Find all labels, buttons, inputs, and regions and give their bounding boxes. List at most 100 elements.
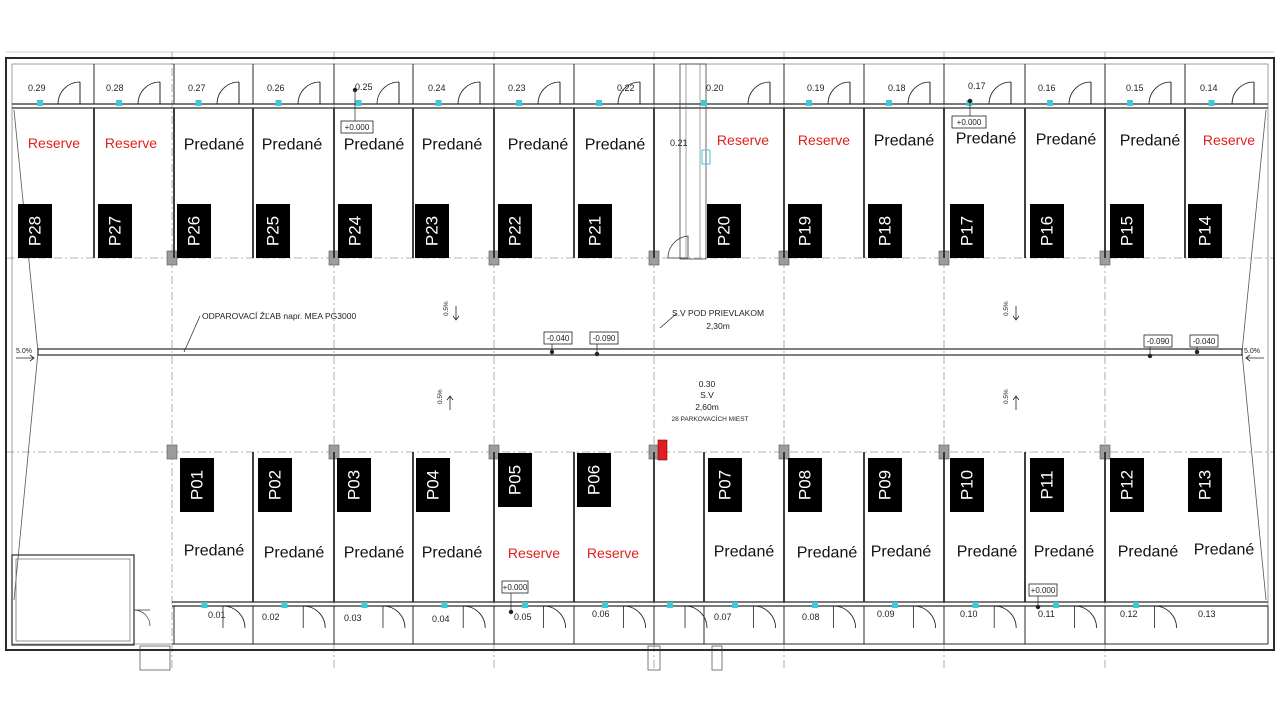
- slope-label: 0.5%: [437, 389, 444, 404]
- storage-cell-label: 0.15: [1126, 83, 1144, 93]
- storage-cell-label: 0.26: [267, 83, 285, 93]
- door-swing: [913, 605, 936, 629]
- spot-id: P21: [586, 216, 605, 246]
- spot-id: P06: [585, 465, 604, 495]
- spot-id: P16: [1038, 216, 1057, 246]
- door-swing: [833, 605, 856, 629]
- spot-id: P15: [1118, 216, 1137, 246]
- vent-marker: [281, 602, 288, 608]
- parking-spot-p18: P18 Predané: [863, 108, 935, 258]
- spot-tag: [578, 204, 612, 258]
- spot-tag: [258, 458, 292, 512]
- spot-tag: [18, 204, 52, 258]
- slope-arrow: [1245, 354, 1264, 362]
- slope-label: 5.0%: [1244, 348, 1260, 355]
- spot-tag: [338, 204, 372, 258]
- spot-id: P22: [506, 216, 525, 246]
- level-box: [951, 115, 987, 129]
- spot-tag: [337, 458, 371, 512]
- vent-marker: [441, 602, 448, 608]
- spot-id: P17: [958, 216, 977, 246]
- storage-cell-label: 0.09: [877, 609, 895, 619]
- vent-marker: [812, 602, 818, 608]
- status-sold: Predané: [344, 137, 405, 154]
- vent-marker: [1047, 100, 1053, 106]
- door-swing: [216, 81, 240, 105]
- storage-cell-label: 0.02: [262, 612, 280, 622]
- spot-id: P09: [876, 470, 895, 500]
- status-sold: Predané: [344, 545, 405, 562]
- door-swing: [1068, 81, 1092, 105]
- storage-cell-label: 0.04: [432, 614, 450, 624]
- vent-marker: [116, 100, 122, 106]
- clearance-value: 2,30m: [706, 321, 730, 331]
- status-reserve: Reserve: [1203, 132, 1255, 148]
- status-reserve: Reserve: [798, 132, 850, 148]
- level-point: [508, 609, 514, 615]
- slope-arrow: [1012, 306, 1020, 321]
- spot-tag: [950, 204, 984, 258]
- level-point: [1194, 349, 1200, 355]
- door-swing: [133, 609, 151, 627]
- level-box: [1028, 583, 1058, 597]
- vent-marker: [596, 100, 602, 106]
- spot-id: P20: [715, 216, 734, 246]
- slope-label: 0.5%: [443, 301, 450, 316]
- level-box: [1189, 334, 1219, 348]
- level-box: [340, 120, 374, 134]
- storage-cell-label: 0.23: [508, 83, 526, 93]
- slope-arrow: [16, 354, 35, 362]
- vent-marker: [355, 100, 362, 106]
- storage-cell-label: 0.22: [617, 83, 635, 93]
- storage-cell-label: 0.29: [28, 83, 46, 93]
- status-reserve: Reserve: [508, 545, 560, 561]
- vent-marker: [1133, 602, 1139, 608]
- room-capacity: 28 PARKOVACÍCH MIEST: [671, 414, 748, 423]
- door-swing: [684, 605, 708, 629]
- status-sold: Predané: [184, 543, 245, 560]
- spot-tag: [868, 204, 902, 258]
- spot-tag: [1110, 204, 1144, 258]
- spot-id: P25: [264, 216, 283, 246]
- spot-tag: [180, 458, 214, 512]
- spot-id: P04: [424, 470, 443, 500]
- vent-marker: [972, 602, 979, 608]
- spot-id: P18: [876, 216, 895, 246]
- vent-marker: [1053, 602, 1059, 608]
- status-sold: Predané: [714, 544, 775, 561]
- outer-wall: [5, 57, 1275, 651]
- storage-cell-label: 0.21: [670, 138, 688, 148]
- slope-label: 0.5%: [1003, 389, 1010, 404]
- status-sold: Predané: [1118, 544, 1179, 561]
- vent-marker: [522, 602, 528, 608]
- spot-id: P05: [506, 465, 525, 495]
- door-swing: [907, 81, 931, 105]
- technical-room-inner: [15, 558, 131, 642]
- spot-tag: [1188, 458, 1222, 512]
- spot-tag: [1188, 204, 1222, 258]
- level-box: [1143, 334, 1173, 348]
- spot-id: P23: [423, 216, 442, 246]
- status-sold: Predané: [874, 133, 935, 150]
- door-swing: [457, 81, 481, 105]
- level-box: [501, 580, 529, 594]
- spot-tag: [708, 458, 742, 512]
- wall-stub: [711, 645, 723, 671]
- vent-marker: [361, 602, 368, 608]
- clearance-title: S.V POD PRIEVLAKOM: [672, 308, 764, 318]
- spot-tag: [98, 204, 132, 258]
- status-reserve: Reserve: [105, 135, 157, 151]
- ramp-line-left: [13, 109, 39, 601]
- status-sold: Predané: [871, 544, 932, 561]
- door-swing: [137, 81, 161, 105]
